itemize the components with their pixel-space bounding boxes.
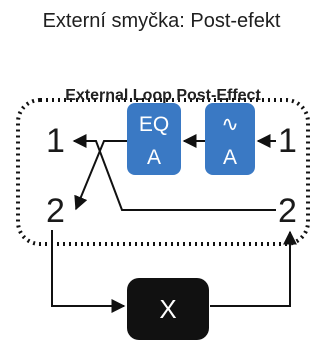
send-to-x-arrow — [51, 230, 126, 313]
external-x-block — [127, 278, 209, 340]
page-title: Externí smyčka: Post-efekt — [42, 10, 281, 32]
amp-a-label: A — [223, 146, 237, 169]
external-loop-frame — [16, 98, 310, 246]
left-output-1: 1 — [46, 122, 65, 160]
right-input-2: 2 — [278, 192, 297, 230]
eq-to-output-2-arrow — [74, 140, 127, 211]
left-output-2: 2 — [46, 192, 65, 230]
x-label: X — [159, 294, 176, 324]
eq-label: EQ — [139, 113, 169, 136]
amp-a-block — [205, 103, 255, 175]
wave-icon: ∿ — [221, 113, 239, 136]
right-input-1: 1 — [278, 122, 297, 160]
eq-a-label: A — [147, 146, 161, 169]
input-2-to-output-1-arrow — [72, 134, 276, 211]
eq-a-block — [127, 103, 181, 175]
return-from-x-arrow — [210, 230, 297, 307]
frame-title: External Loop Post-Effect — [65, 87, 261, 104]
